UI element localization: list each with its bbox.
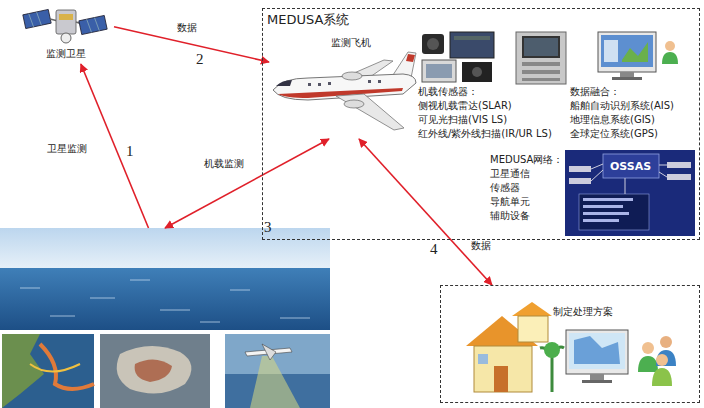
monitoring-photos — [0, 334, 330, 408]
list-item: 全球定位系统(GPS) — [570, 128, 658, 140]
node-title: 监测卫星 — [22, 48, 110, 60]
callout-number: 1 — [126, 142, 134, 160]
satellite-icon — [22, 2, 110, 48]
console-icon — [512, 30, 570, 86]
node-title: MEDUSA系统 — [267, 12, 349, 28]
list-heading: 机载传感器： — [418, 86, 478, 98]
callout-number: 4 — [430, 240, 438, 258]
sea-node — [0, 228, 330, 330]
connector-arrow — [359, 139, 492, 285]
node-title: 监测飞机 — [331, 37, 371, 49]
edge-label: 数据 — [176, 22, 198, 34]
list-item: 辅助设备 — [490, 210, 530, 222]
list-item: 船舶自动识别系统(AIS) — [570, 100, 674, 112]
list-heading: 数据融合： — [570, 86, 620, 98]
list-item: 可见光扫描(VIS LS) — [418, 114, 507, 126]
callout-number: 3 — [264, 218, 272, 236]
sea-photo — [0, 228, 330, 330]
list-heading: MEDUSA网络： — [490, 154, 563, 166]
edge-label: 数据 — [470, 240, 492, 252]
plan-box: 制定处理方案 — [440, 285, 700, 403]
connector-arrow — [81, 64, 149, 228]
edge-label: 卫星监测 — [46, 143, 88, 155]
sensor-equipment — [420, 30, 504, 86]
list-item: 卫星通信 — [490, 168, 530, 180]
list-item: 红外线/紫外线扫描(IR/UR LS) — [418, 128, 552, 140]
node-title: 制定处理方案 — [553, 306, 613, 318]
edge-label: 机载监测 — [203, 158, 245, 170]
connector-arrow — [165, 139, 329, 228]
list-item: 传感器 — [490, 182, 520, 194]
callout-number: 2 — [196, 50, 204, 68]
monitor-icon — [596, 30, 682, 84]
list-item: 导航单元 — [490, 196, 530, 208]
list-item: 地理信息系统(GIS) — [570, 114, 655, 126]
list-item: 侧视机载雷达(SLAR) — [418, 100, 512, 112]
screen-title: OSSAS — [610, 160, 651, 173]
satellite-node: 监测卫星 — [22, 2, 114, 64]
plane-node: 监测飞机 — [269, 29, 419, 139]
